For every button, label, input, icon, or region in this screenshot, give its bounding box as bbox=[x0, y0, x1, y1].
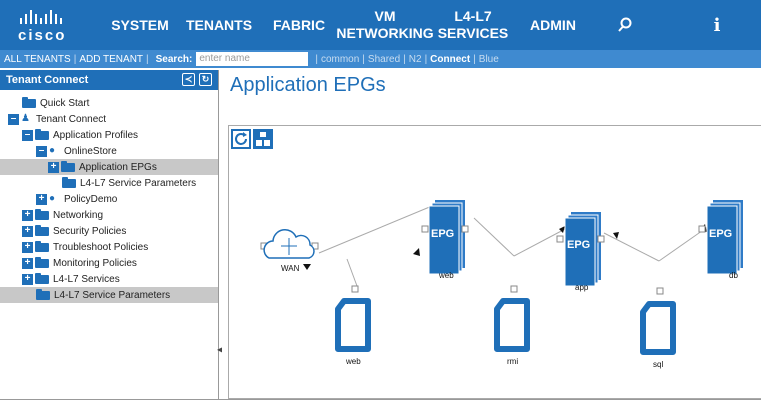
expand-icon[interactable]: + bbox=[36, 193, 47, 205]
expand-icon[interactable]: + bbox=[22, 273, 33, 285]
tree-item-application-profiles[interactable]: –Application Profiles bbox=[22, 127, 138, 143]
search-input[interactable]: enter name bbox=[196, 52, 309, 66]
epg-app-badge: EPG bbox=[567, 239, 590, 251]
top-navigation-bar: cisco SYSTEM TENANTS FABRIC VM NETWORKIN… bbox=[0, 0, 761, 50]
tenant-link-blue[interactable]: Blue bbox=[478, 53, 499, 65]
tree-item-l4-l7-services[interactable]: +L4-L7 Services bbox=[22, 271, 120, 287]
external-label-wan: WAN bbox=[281, 264, 300, 273]
search-icon[interactable] bbox=[610, 0, 640, 50]
collapse-icon[interactable]: – bbox=[8, 113, 19, 125]
epg-web-badge: EPG bbox=[431, 228, 454, 240]
nav-fabric[interactable]: FABRIC bbox=[272, 16, 326, 33]
work-pane: Application EPGs bbox=[222, 70, 761, 399]
nav-l4-l7-services[interactable]: L4-L7 SERVICES bbox=[437, 8, 509, 41]
epg-db-badge: EPG bbox=[709, 228, 732, 240]
tenant-link-common[interactable]: common bbox=[320, 53, 360, 65]
expand-icon[interactable]: + bbox=[22, 225, 33, 237]
refresh-icon[interactable] bbox=[231, 129, 251, 149]
tree-item-networking[interactable]: +Networking bbox=[22, 207, 103, 223]
contract-web-node[interactable] bbox=[338, 301, 368, 349]
folder-icon bbox=[35, 272, 49, 284]
tree-item-policydemo[interactable]: +●PolicyDemo bbox=[36, 191, 117, 207]
app-profile-icon: ● bbox=[49, 193, 56, 204]
cloud-icon[interactable] bbox=[260, 229, 319, 259]
expand-icon[interactable]: + bbox=[22, 257, 33, 269]
tree-item-monitoring-policies[interactable]: +Monitoring Policies bbox=[22, 255, 137, 271]
nav-admin[interactable]: ADMIN bbox=[530, 16, 576, 33]
navigation-pane-title: Tenant Connect bbox=[6, 74, 89, 86]
tree-item-tenant-connect[interactable]: –♟Tenant Connect bbox=[8, 111, 106, 127]
add-tenant-link[interactable]: ADD TENANT bbox=[79, 53, 144, 65]
cisco-logo[interactable]: cisco bbox=[18, 10, 78, 44]
folder-icon bbox=[22, 96, 36, 108]
share-icon[interactable]: ≺ bbox=[182, 73, 195, 86]
tree-item-l4-l7-service-parameters[interactable]: L4-L7 Service Parameters bbox=[62, 175, 196, 191]
tenant-icon: ♟ bbox=[21, 113, 30, 124]
tree-item-quick-start[interactable]: Quick Start bbox=[22, 95, 89, 111]
collapse-icon[interactable]: – bbox=[22, 129, 33, 141]
tenant-link-n2[interactable]: N2 bbox=[408, 53, 422, 65]
tree-item-onlinestore[interactable]: –●OnlineStore bbox=[36, 143, 117, 159]
tenant-link-connect[interactable]: Connect bbox=[430, 53, 471, 65]
contract-rmi-label: rmi bbox=[507, 357, 518, 366]
contract-sql-node[interactable] bbox=[643, 304, 673, 352]
bottom-border bbox=[0, 399, 761, 408]
tenant-sub-bar: ALL TENANTS | ADD TENANT | Search: enter… bbox=[0, 50, 761, 68]
epg-app-label: app bbox=[575, 283, 589, 292]
expand-icon[interactable]: + bbox=[22, 209, 33, 221]
navigation-pane-header: Tenant Connect ≺ ↻ bbox=[0, 70, 218, 90]
contract-sql-label: sql bbox=[653, 360, 663, 369]
contract-rmi-node[interactable] bbox=[497, 301, 527, 349]
tree-item-application-epgs[interactable]: +Application EPGs bbox=[0, 159, 218, 175]
folder-icon bbox=[62, 176, 76, 188]
cisco-wordmark: cisco bbox=[18, 27, 67, 44]
epg-db-label: db bbox=[729, 271, 738, 280]
all-tenants-link[interactable]: ALL TENANTS bbox=[4, 53, 71, 65]
refresh-icon[interactable]: ↻ bbox=[199, 73, 212, 86]
search-label: Search: bbox=[155, 53, 193, 65]
layout-icon[interactable] bbox=[253, 129, 273, 149]
app-profile-icon: ● bbox=[49, 145, 56, 156]
epg-web-label: web bbox=[438, 271, 454, 280]
epg-topology-canvas[interactable]: WAN EPG web EPG app EPG db web rmi bbox=[228, 125, 761, 399]
collapse-icon[interactable]: – bbox=[36, 145, 47, 157]
folder-icon bbox=[35, 224, 49, 236]
nav-tenants[interactable]: TENANTS bbox=[185, 16, 253, 33]
folder-icon bbox=[35, 128, 49, 140]
folder-icon bbox=[61, 160, 75, 172]
nav-vm-networking[interactable]: VM NETWORKING bbox=[336, 8, 434, 41]
navigation-pane: Tenant Connect ≺ ↻ Quick Start –♟Tenant … bbox=[0, 70, 219, 399]
folder-icon bbox=[36, 288, 50, 300]
pane-splitter-handle[interactable]: ◀ bbox=[217, 345, 224, 354]
contract-web-label: web bbox=[345, 357, 361, 366]
tree-item-troubleshoot-policies[interactable]: +Troubleshoot Policies bbox=[22, 239, 148, 255]
page-title: Application EPGs bbox=[230, 74, 386, 96]
expand-icon[interactable]: + bbox=[48, 161, 59, 173]
expand-icon[interactable]: + bbox=[22, 241, 33, 253]
tree-item-security-policies[interactable]: +Security Policies bbox=[22, 223, 126, 239]
nav-system[interactable]: SYSTEM bbox=[111, 16, 169, 33]
info-icon[interactable]: i bbox=[713, 14, 721, 36]
folder-icon bbox=[35, 240, 49, 252]
folder-icon bbox=[35, 208, 49, 220]
topology-diagram: WAN EPG web EPG app EPG db web rmi bbox=[260, 199, 744, 369]
cisco-bars-icon bbox=[20, 10, 78, 24]
tree-item-l4-l7-service-parameters-tenant[interactable]: L4-L7 Service Parameters bbox=[0, 287, 218, 303]
folder-icon bbox=[35, 256, 49, 268]
tenant-link-shared[interactable]: Shared bbox=[367, 53, 401, 65]
